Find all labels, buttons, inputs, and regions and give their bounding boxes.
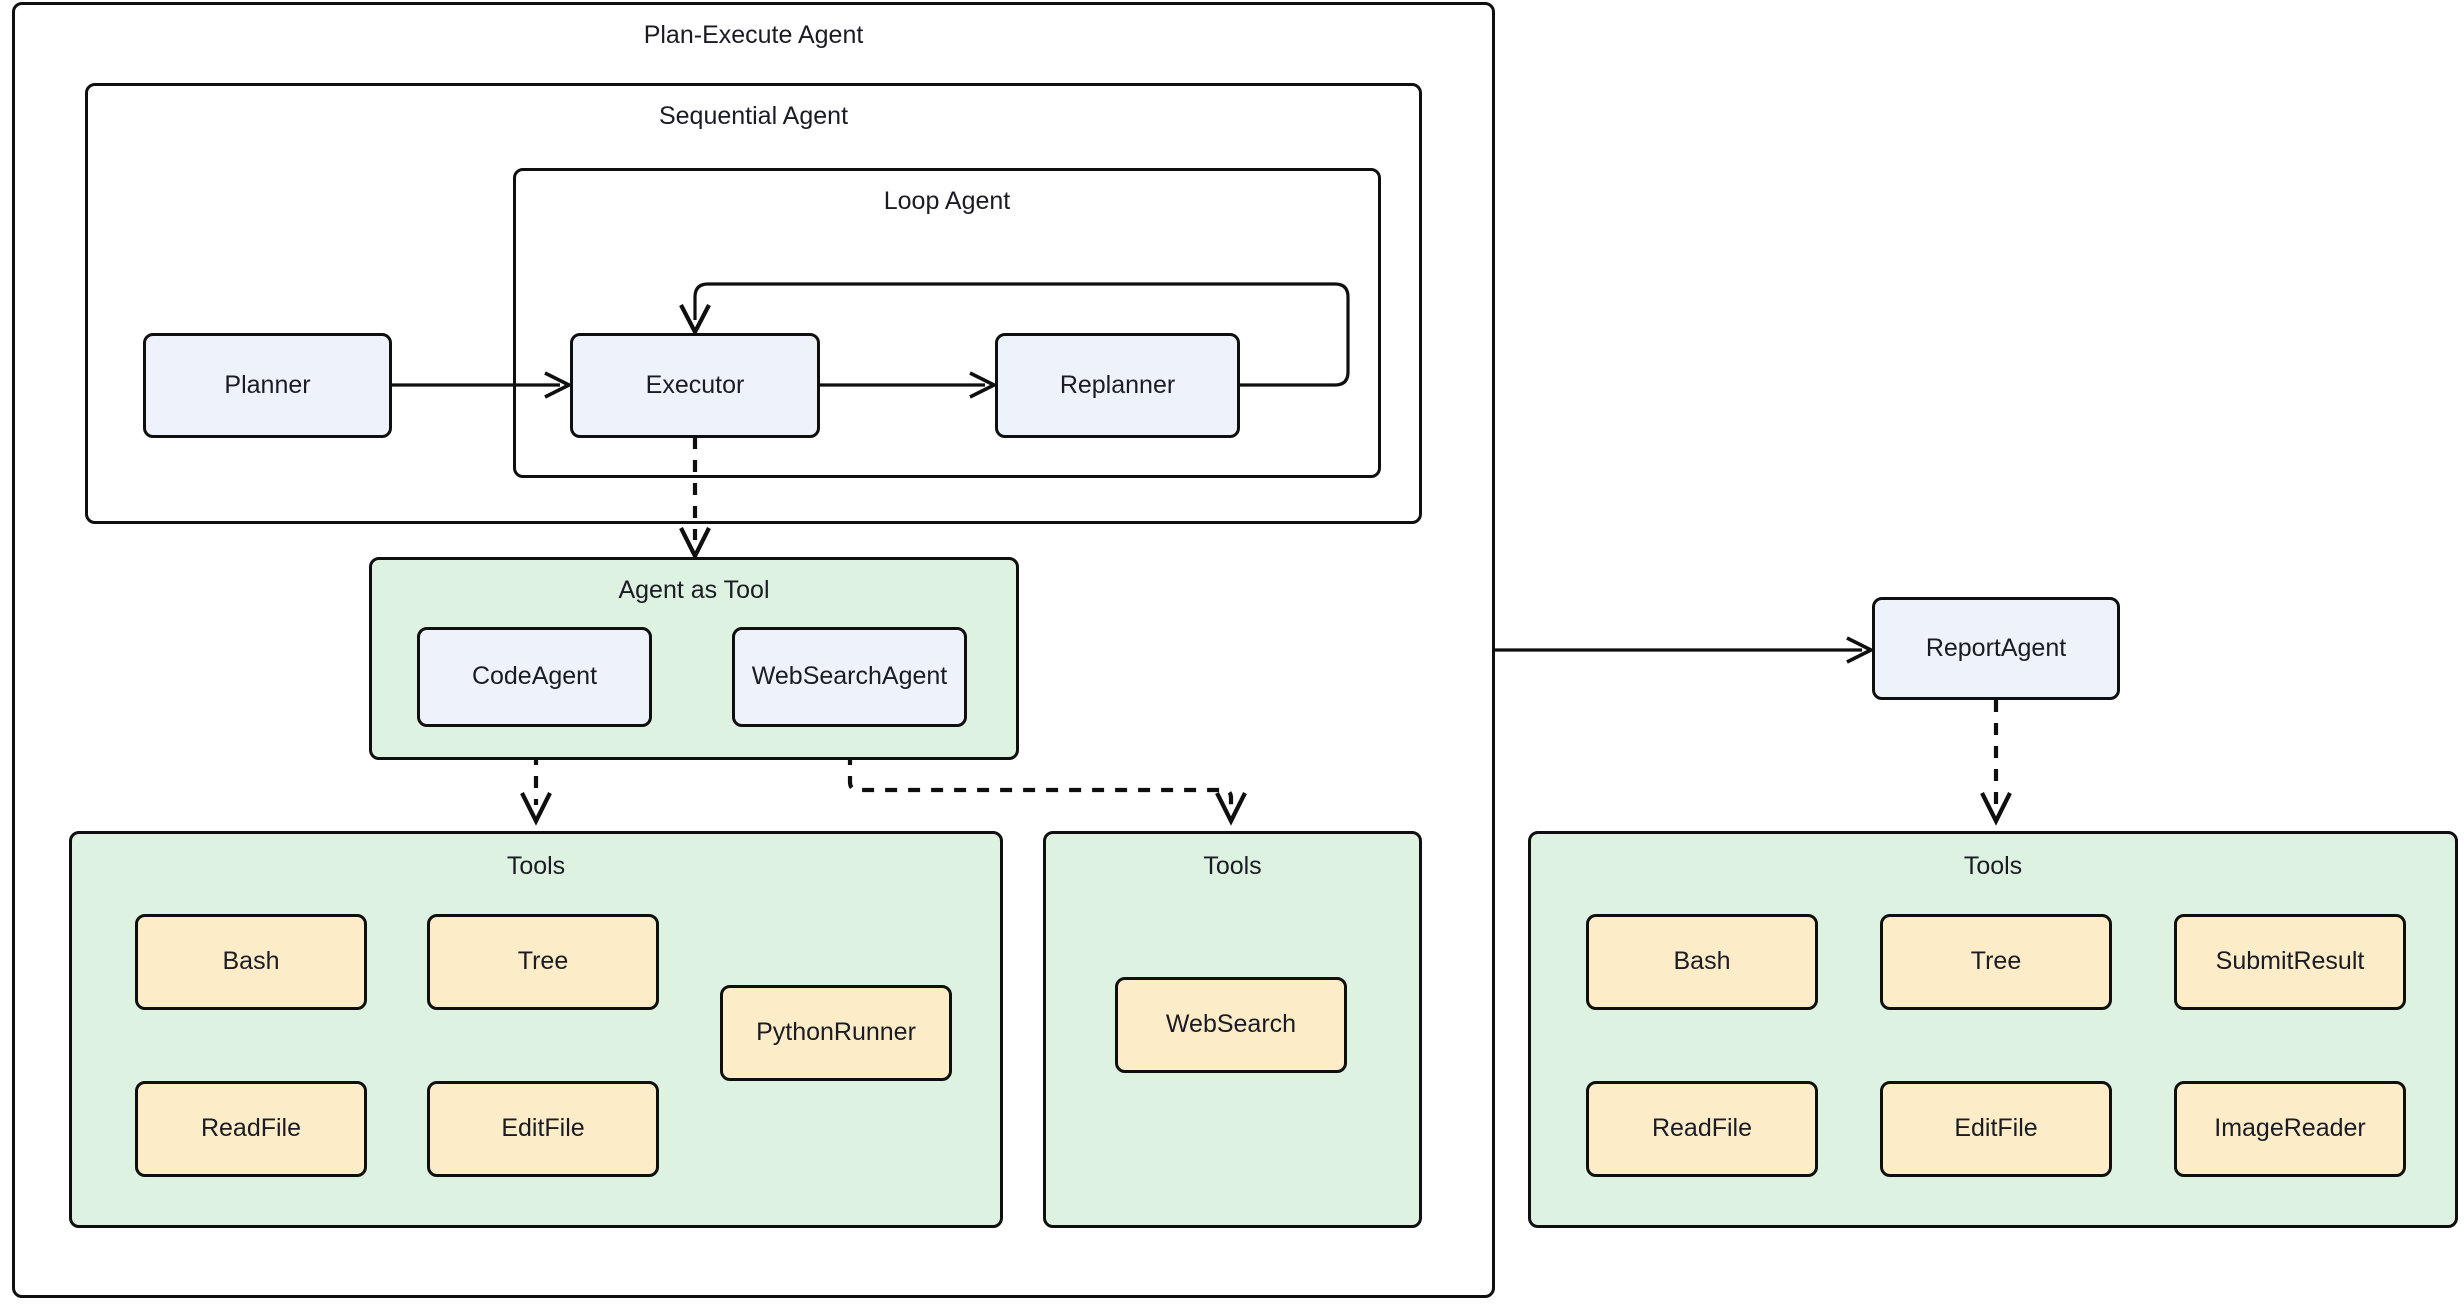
node-planner[interactable]: Planner [143, 333, 392, 438]
tool-label: Bash [1673, 947, 1731, 976]
tool-submitresult-report[interactable]: SubmitResult [2174, 914, 2406, 1010]
group-title-loop-agent: Loop Agent [883, 187, 1011, 215]
tool-label: ReadFile [200, 1114, 302, 1143]
group-title-code-tools: Tools [506, 852, 566, 880]
tool-label: SubmitResult [2215, 947, 2365, 976]
node-label-code-agent: CodeAgent [471, 662, 598, 691]
edge-report-agent-to-report-tools [1980, 700, 2012, 826]
node-websearch-agent[interactable]: WebSearchAgent [732, 627, 967, 727]
tool-label: Bash [222, 947, 280, 976]
tool-bash-code[interactable]: Bash [135, 914, 367, 1010]
tool-editfile-report[interactable]: EditFile [1880, 1081, 2112, 1177]
tool-readfile-report[interactable]: ReadFile [1586, 1081, 1818, 1177]
tool-websearch[interactable]: WebSearch [1115, 977, 1347, 1073]
group-title-websearch-tools: Tools [1203, 852, 1262, 880]
tool-pythonrunner-code[interactable]: PythonRunner [720, 985, 952, 1081]
group-title-report-tools: Tools [1963, 852, 2023, 880]
tool-label: ImageReader [2214, 1114, 2366, 1143]
node-label-websearch-agent: WebSearchAgent [751, 662, 948, 691]
group-title-agent-as-tool: Agent as Tool [618, 576, 770, 604]
node-label-executor: Executor [645, 370, 745, 399]
tool-label: EditFile [1954, 1114, 2038, 1143]
tool-tree-code[interactable]: Tree [427, 914, 659, 1010]
tool-imagereader-report[interactable]: ImageReader [2174, 1081, 2406, 1177]
node-replanner[interactable]: Replanner [995, 333, 1240, 438]
node-executor[interactable]: Executor [570, 333, 820, 438]
node-label-planner: Planner [224, 370, 311, 399]
tool-label: Tree [517, 947, 569, 976]
tool-label: EditFile [501, 1114, 585, 1143]
tool-label: PythonRunner [756, 1018, 916, 1047]
node-label-report-agent: ReportAgent [1925, 633, 2067, 662]
node-code-agent[interactable]: CodeAgent [417, 627, 652, 727]
node-report-agent[interactable]: ReportAgent [1872, 597, 2120, 700]
tool-readfile-code[interactable]: ReadFile [135, 1081, 367, 1177]
tool-label: Tree [1970, 947, 2022, 976]
edge-plan-execute-to-report-agent [1495, 636, 1876, 664]
tool-label: ReadFile [1651, 1114, 1753, 1143]
tool-tree-report[interactable]: Tree [1880, 914, 2112, 1010]
group-title-plan-execute-agent: Plan-Execute Agent [643, 21, 864, 49]
group-title-sequential-agent: Sequential Agent [658, 102, 849, 130]
tool-bash-report[interactable]: Bash [1586, 914, 1818, 1010]
tool-editfile-code[interactable]: EditFile [427, 1081, 659, 1177]
tool-label: WebSearch [1165, 1010, 1297, 1039]
node-label-replanner: Replanner [1059, 370, 1176, 399]
